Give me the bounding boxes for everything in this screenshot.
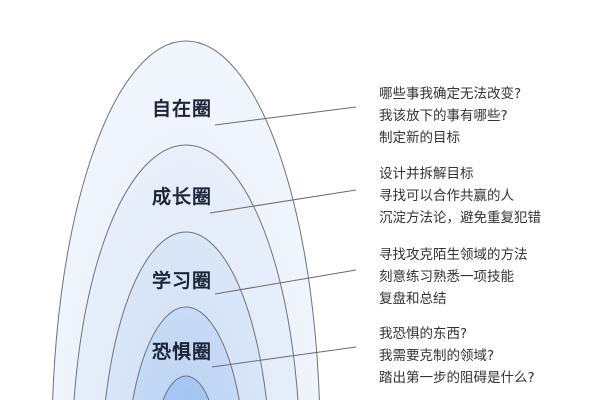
notes-growth: 设计并拆解目标 寻找可以合作共赢的人 沉淀方法论，避免重复犯错 — [379, 163, 541, 229]
zone-label-growth: 成长圈 — [151, 186, 213, 208]
leader-line-fear — [211, 346, 357, 368]
note-line: 寻找可以合作共赢的人 — [379, 188, 514, 204]
note-line: 沉淀方法论，避免重复犯错 — [379, 210, 541, 226]
notes-learning: 寻找攻克陌生领域的方法 刻意练习熟悉一项技能 复盘和总结 — [379, 244, 528, 310]
note-line: 我恐惧的东西? — [379, 326, 468, 342]
leader-line-learning — [214, 269, 357, 295]
note-line: 刻意练习熟悉一项技能 — [379, 269, 514, 285]
note-line: 我需要克制的领域? — [379, 348, 495, 364]
leader-line-comfort — [214, 106, 357, 126]
notes-fear: 我恐惧的东西? 我需要克制的领域? 踏出第一步的阻碍是什么? — [379, 323, 535, 389]
zone-ellipse-core — [162, 375, 210, 400]
note-line: 哪些事我确定无法改变? — [379, 86, 522, 102]
note-line: 我该放下的事有哪些? — [379, 108, 508, 124]
zone-label-fear: 恐惧圈 — [151, 341, 213, 363]
zone-label-comfort: 自在圈 — [151, 98, 213, 120]
zone-ellipse-fear — [132, 306, 240, 400]
note-line: 踏出第一步的阻碍是什么? — [379, 370, 535, 386]
notes-comfort: 哪些事我确定无法改变? 我该放下的事有哪些? 制定新的目标 — [379, 83, 521, 149]
note-line: 复盘和总结 — [379, 291, 447, 307]
note-line: 寻找攻克陌生领域的方法 — [379, 247, 528, 263]
note-line: 设计并拆解目标 — [379, 166, 474, 182]
leader-line-growth — [209, 189, 357, 214]
note-line: 制定新的目标 — [379, 130, 460, 146]
zone-label-learning: 学习圈 — [151, 270, 213, 292]
